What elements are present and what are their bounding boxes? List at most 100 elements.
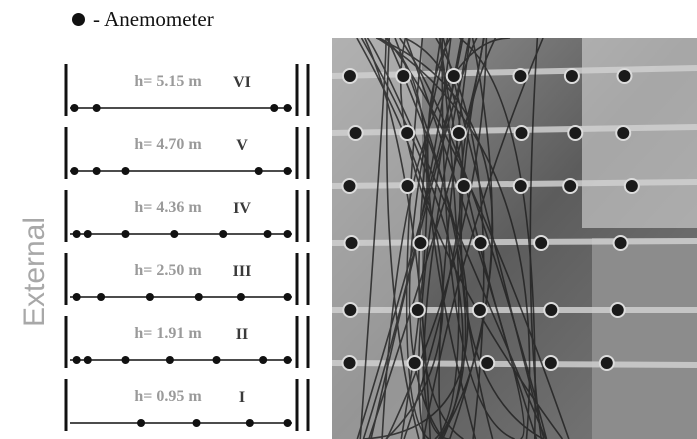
level-height-label: h= 4.36 m bbox=[134, 199, 202, 216]
anemometer-dot bbox=[72, 356, 81, 364]
photo-sensor-head bbox=[479, 355, 496, 371]
photo-sensor-head bbox=[409, 302, 426, 318]
anemometer-dot bbox=[83, 230, 92, 238]
photo-illustration bbox=[332, 38, 697, 439]
photo-cable bbox=[459, 38, 497, 439]
photo-cable bbox=[370, 38, 478, 439]
anemometer-dot bbox=[270, 104, 279, 112]
photo-rail bbox=[332, 238, 697, 246]
photo-cable bbox=[366, 38, 547, 439]
photo-sensor-head bbox=[512, 178, 529, 194]
photo-sensor-head bbox=[623, 178, 640, 194]
anemometer-dot bbox=[121, 356, 130, 364]
anemometer-dot bbox=[283, 293, 292, 301]
anemometer-dot bbox=[92, 167, 101, 175]
photo-sensor-head bbox=[472, 235, 489, 251]
photo-sensor-head bbox=[471, 302, 488, 318]
level-numeral: V bbox=[236, 137, 248, 154]
anemometer-dot bbox=[283, 419, 292, 427]
photo-cable bbox=[356, 38, 444, 439]
photo-sensor-head bbox=[543, 302, 560, 318]
anemometer-dot bbox=[121, 167, 130, 175]
photo-sensor-head bbox=[567, 125, 584, 141]
anemometer-dot bbox=[97, 293, 106, 301]
photo-sensor-head bbox=[450, 125, 467, 141]
anemometer-dot bbox=[245, 419, 254, 427]
photo-sensor-head bbox=[341, 355, 358, 371]
anemometer-dot bbox=[92, 104, 101, 112]
anemometer-dot bbox=[219, 230, 228, 238]
photo-sensor-head bbox=[455, 178, 472, 194]
photo-cable bbox=[405, 38, 525, 439]
anemometer-dot bbox=[192, 419, 201, 427]
photo-cable bbox=[376, 38, 531, 439]
level-height-label: h= 2.50 m bbox=[134, 262, 202, 279]
photo-sensor-head bbox=[563, 68, 580, 84]
photo-sensor-head bbox=[347, 125, 364, 141]
anemometer-dot bbox=[70, 167, 79, 175]
level-numeral: VI bbox=[233, 74, 251, 91]
level-numeral: IV bbox=[233, 200, 251, 217]
anemometer-dot bbox=[170, 230, 179, 238]
photo-sensor-head bbox=[542, 355, 559, 371]
level-numeral: II bbox=[236, 326, 248, 343]
anemometer-dot bbox=[121, 230, 130, 238]
photo-cable bbox=[378, 38, 428, 439]
anemometer-dot bbox=[194, 293, 203, 301]
level-numeral: I bbox=[239, 389, 245, 406]
level-numeral: III bbox=[233, 263, 252, 280]
photo-cable bbox=[422, 38, 544, 439]
photo-cable bbox=[362, 38, 469, 439]
photo-sensor-head bbox=[616, 68, 633, 84]
photo-cable bbox=[359, 38, 387, 439]
anemometer-dot bbox=[283, 356, 292, 364]
anemometer-dot bbox=[283, 167, 292, 175]
anemometer-marker-icon bbox=[72, 12, 85, 26]
level-height-label: h= 1.91 m bbox=[134, 325, 202, 342]
anemometer-dot bbox=[72, 293, 81, 301]
photo-cable bbox=[439, 38, 493, 439]
level-height-label: h= 4.70 m bbox=[134, 136, 202, 153]
anemometer-dot bbox=[254, 167, 263, 175]
photo-sensor-head bbox=[609, 302, 626, 318]
anemometer-dot bbox=[72, 230, 81, 238]
anemometer-dot bbox=[283, 104, 292, 112]
photo-sensor-head bbox=[445, 68, 462, 84]
sensor-array-photo bbox=[332, 38, 697, 439]
anemometer-dot bbox=[263, 230, 272, 238]
photo-sensor-head bbox=[612, 235, 629, 251]
photo-sensor-head bbox=[341, 68, 358, 84]
photo-sensor-head bbox=[615, 125, 632, 141]
photo-sensor-head bbox=[399, 178, 416, 194]
anemometer-dot bbox=[236, 293, 245, 301]
anemometer-dot bbox=[165, 356, 174, 364]
anemometer-dot bbox=[137, 419, 146, 427]
photo-cable bbox=[364, 38, 432, 439]
level-height-label: h= 5.15 m bbox=[134, 73, 202, 90]
anemometer-level-diagram: h= 5.15 m VI h= 4.70 m Vh= 4.36 m IV h= 2.50 … bbox=[64, 64, 310, 431]
anemometer-dot bbox=[212, 356, 221, 364]
anemometer-dot bbox=[70, 104, 79, 112]
photo-sensor-head bbox=[343, 235, 360, 251]
photo-sensor-head bbox=[533, 235, 550, 251]
level-height-label: h= 0.95 m bbox=[134, 388, 202, 405]
legend: - Anemometer bbox=[72, 6, 214, 32]
photo-sensor-head bbox=[598, 355, 615, 371]
photo-cable bbox=[386, 38, 420, 439]
photo-cable bbox=[458, 38, 536, 439]
legend-label: - Anemometer bbox=[93, 6, 214, 31]
photo-sensor-head bbox=[513, 125, 530, 141]
anemometer-dot bbox=[145, 293, 154, 301]
photo-sensor-head bbox=[399, 125, 416, 141]
anemometer-dot bbox=[259, 356, 268, 364]
photo-sensor-head bbox=[512, 68, 529, 84]
anemometer-dot bbox=[83, 356, 92, 364]
photo-sensor-head bbox=[341, 178, 358, 194]
anemometer-dot bbox=[283, 230, 292, 238]
photo-sensor-head bbox=[562, 178, 579, 194]
photo-sensor-head bbox=[406, 355, 423, 371]
photo-sensor-head bbox=[342, 302, 359, 318]
photo-cable bbox=[408, 38, 449, 439]
photo-cable bbox=[434, 38, 460, 439]
photo-sensor-head bbox=[412, 235, 429, 251]
